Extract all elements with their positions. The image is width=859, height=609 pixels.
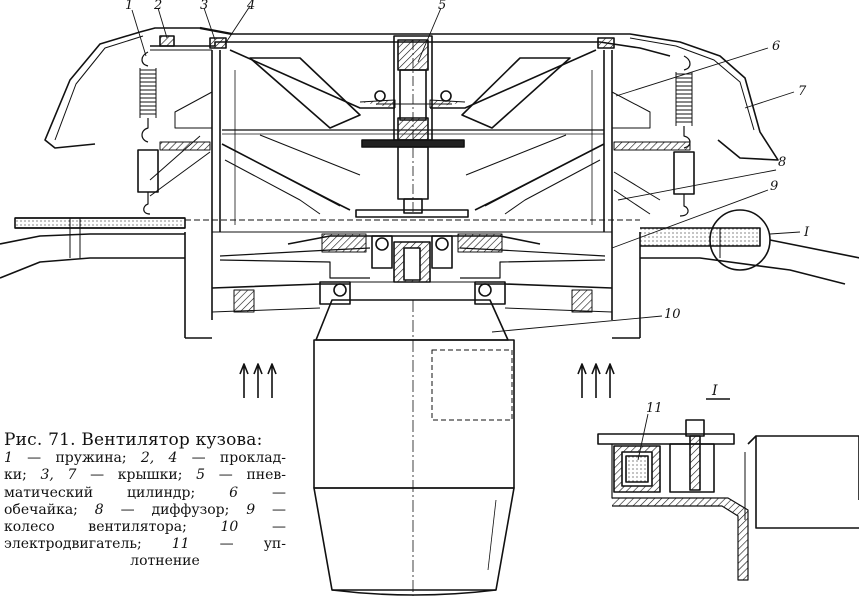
spring-right [673,55,695,217]
callout-1: 1 [125,0,133,13]
cone-plate [229,49,597,109]
caption-last-line: лотнение [130,553,200,570]
airflow-arrows-left [239,363,277,398]
caption-segment: 11 [171,536,190,553]
shroud [184,50,641,339]
callout-numbers: 1 2 3 4 5 6 7 8 9 10 I 11 I [125,0,810,416]
caption-segment: 3, 7 [40,467,77,484]
caption-segment: — уп- [189,536,286,553]
callout-3: 3 [200,0,208,13]
figure-caption: Рис. 71. Вентилятор кузова: 1 — пружина;… [4,430,286,571]
detail-label: I [711,383,718,399]
callout-6: 6 [772,39,780,54]
callout-11: 11 [646,401,663,416]
caption-segment: обечайка; [4,501,95,518]
caption-segment: 8 [94,501,104,518]
callout-I: I [803,225,810,240]
caption-segment: — [238,519,287,536]
caption-line: электродвигатель; 11 — уп- [4,536,286,553]
detail-marker-circle [709,209,771,271]
callout-8: 8 [778,155,786,170]
callout-2: 2 [153,0,162,13]
caption-line: 1 — пружина; 2, 4 — проклад- [4,450,286,467]
electric-motor [313,299,515,596]
callout-4: 4 [246,0,255,13]
roof-panel [0,217,859,285]
caption-title: Рис. 71. Вентилятор кузова: [4,430,263,450]
caption-segment: — крышки; [76,467,197,484]
caption-line: матический цилиндр; 6 — [4,485,286,502]
callout-9: 9 [770,179,778,194]
pneumatic-cylinder [355,35,469,218]
caption-segment: электродвигатель; [4,536,172,553]
caption-segment: — [238,484,287,501]
callout-10: 10 [664,307,681,322]
caption-segment: колесо вентилятора; [4,519,221,536]
caption-segment: — [255,501,287,518]
callout-5: 5 [438,0,446,13]
caption-segment: — проклад- [177,450,286,467]
caption-segment: — пружина; [12,450,141,467]
caption-segment: 6 [229,484,239,501]
caption-line: обечайка; 8 — диффузор; 9 — [4,502,286,519]
callout-7: 7 [798,84,807,99]
caption-segment: — пнев- [205,467,286,484]
caption-line: колесо вентилятора; 10 — [4,519,286,536]
caption-segment: 2, 4 [140,450,178,467]
side-brackets [149,91,691,215]
caption-lines: 1 — пружина; 2, 4 — проклад-ки; 3, 7 — к… [4,450,286,553]
spring-left [137,51,159,215]
outer-cover [44,26,779,161]
caption-segment: 1 [4,450,13,467]
caption-segment: — диффузор; [103,501,247,518]
caption-line: ки; 3, 7 — крышки; 5 — пнев- [4,467,286,484]
fan-wheel [219,233,606,283]
detail-view-I [597,398,859,581]
caption-segment: матический цилиндр; [4,484,230,501]
motor-mount [211,281,613,313]
caption-segment: 10 [220,519,239,536]
caption-segment: 5 [196,467,206,484]
caption-segment: 9 [246,501,256,518]
caption-segment: ки; [4,467,41,484]
airflow-arrows-right [577,363,615,398]
leader-lines [131,5,801,461]
